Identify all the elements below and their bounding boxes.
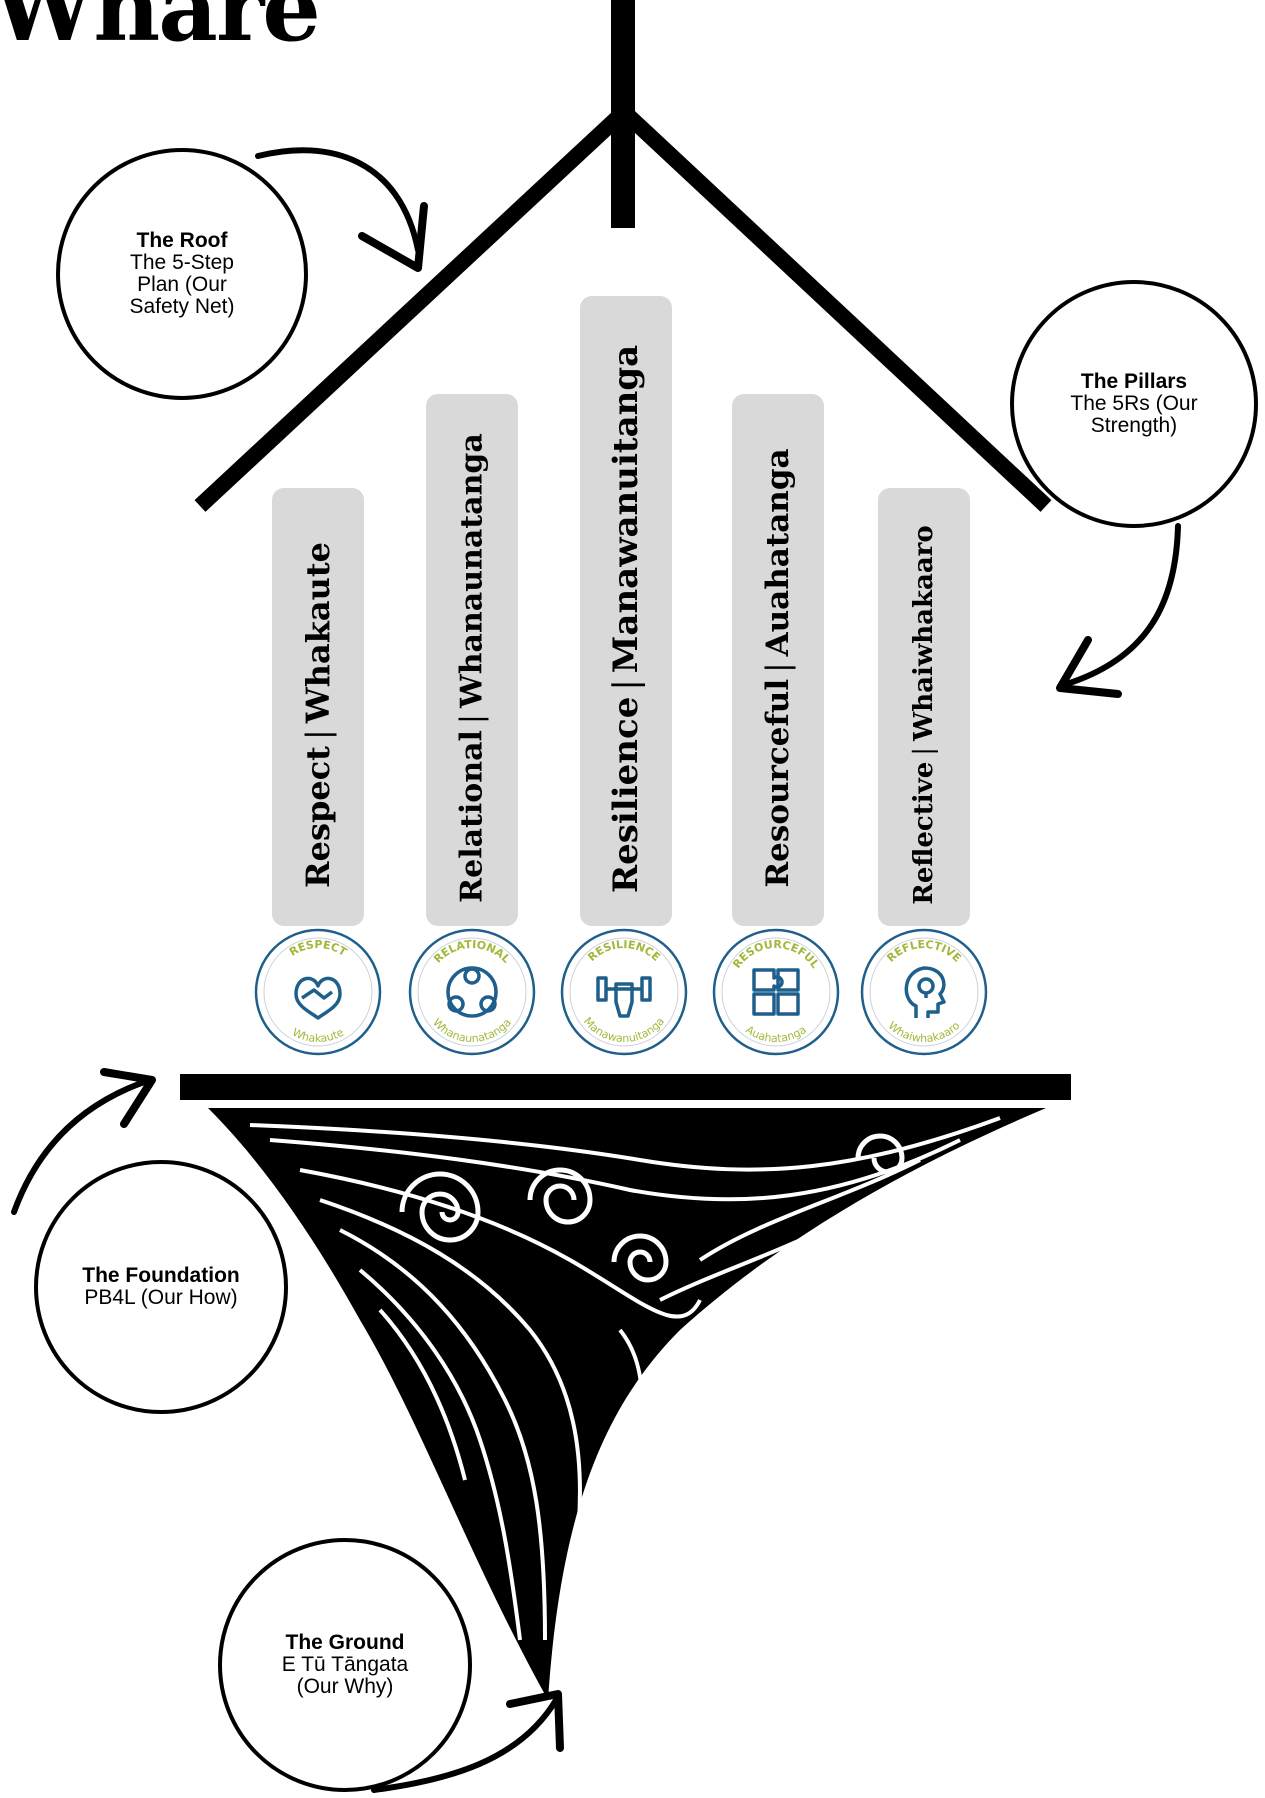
pillar-label: Relational | Whanaunatanga [455, 433, 490, 903]
pillar-maori: Whanaunatanga [454, 433, 490, 708]
handshake-heart-icon [294, 976, 342, 1020]
roof-bubble-title: The Roof [136, 228, 228, 252]
head-lightbulb-icon [904, 966, 946, 1018]
ground-arrow-icon [371, 1690, 564, 1793]
ground-bubble-title: The Ground [285, 1630, 405, 1654]
foundation-bubble: The Foundation PB4L (Our How) [34, 1160, 288, 1414]
pillar-english: Reflective [909, 761, 939, 905]
pillars-bubble: The Pillars The 5Rs (Our Strength) [1010, 280, 1258, 528]
pillar-resourceful: Resourceful | Auahatanga [732, 394, 824, 926]
pillars-bubble-title: The Pillars [1080, 369, 1188, 393]
pillar-reflective: Reflective | Whaiwhakaaro [878, 488, 970, 926]
pillar-separator: | [909, 746, 939, 756]
pillar-maori: Manawanuitanga [606, 344, 646, 674]
pillar-english: Relational [454, 730, 490, 903]
pillar-resilience: Resilience | Manawanuitanga [580, 296, 672, 926]
badge-outer-ring [408, 928, 536, 1056]
pillar-separator: | [454, 713, 490, 725]
roof-bubble: The Roof The 5-Step Plan (Our Safety Net… [56, 148, 308, 400]
pillars-arrow-icon [1056, 523, 1181, 698]
badge-bottom-label: Auahatanga [743, 1023, 809, 1045]
foundation-bubble-text: PB4L (Our How) [84, 1286, 238, 1309]
pillar-english: Resourceful [760, 678, 796, 888]
roof-right-slope [614, 102, 1052, 512]
pillar-maori: Whakaute [299, 542, 337, 724]
pillar-maori: Whaiwhakaaro [909, 525, 939, 741]
dumbbell-fist-icon [596, 976, 652, 1018]
roof-bubble-text: The 5-Step Plan (Our Safety Net) [129, 250, 235, 319]
people-network-icon [446, 966, 498, 1018]
badge-top-label: RESPECT [287, 938, 349, 959]
pillar-relational: Relational | Whanaunatanga [426, 394, 518, 926]
roof-left-slope [194, 102, 634, 512]
badge-outer-ring [712, 928, 840, 1056]
pillar-maori: Auahatanga [760, 448, 796, 657]
ground-bubble: The Ground E Tū Tāngata (Our Why) [218, 1538, 472, 1792]
pillar-label: Reflective | Whaiwhakaaro [909, 525, 939, 904]
pillar-english: Resilience [606, 696, 646, 894]
ground-bubble-text: E Tū Tāngata (Our Why) [281, 1652, 409, 1699]
koru-carving [208, 1108, 1046, 1700]
pillar-separator: | [299, 729, 337, 741]
badge-outer-ring [560, 928, 688, 1056]
foundation-arrow-icon [11, 1068, 156, 1215]
badge-bottom-label: Whakaute [290, 1026, 346, 1045]
pillar-label: Resourceful | Auahatanga [760, 448, 796, 887]
pillar-english: Respect [299, 746, 337, 888]
foundation-bubble-title: The Foundation [82, 1263, 240, 1287]
pillar-respect: Respect | Whakaute [272, 488, 364, 926]
foundation-beam [180, 1074, 1071, 1100]
roof-arrow-icon [255, 147, 428, 272]
puzzle-pieces-icon [752, 968, 800, 1016]
badge-respect: RESPECT Whakaute [254, 928, 382, 1056]
pillar-label: Resilience | Manawanuitanga [606, 345, 646, 893]
roof [194, 0, 1052, 512]
pillar-label: Respect | Whakaute [299, 542, 337, 888]
pillars-bubble-text: The 5Rs (Our Strength) [1070, 391, 1198, 438]
page-title: Whare [0, 0, 321, 62]
pillar-separator: | [760, 662, 796, 673]
pillar-separator: | [606, 679, 646, 691]
